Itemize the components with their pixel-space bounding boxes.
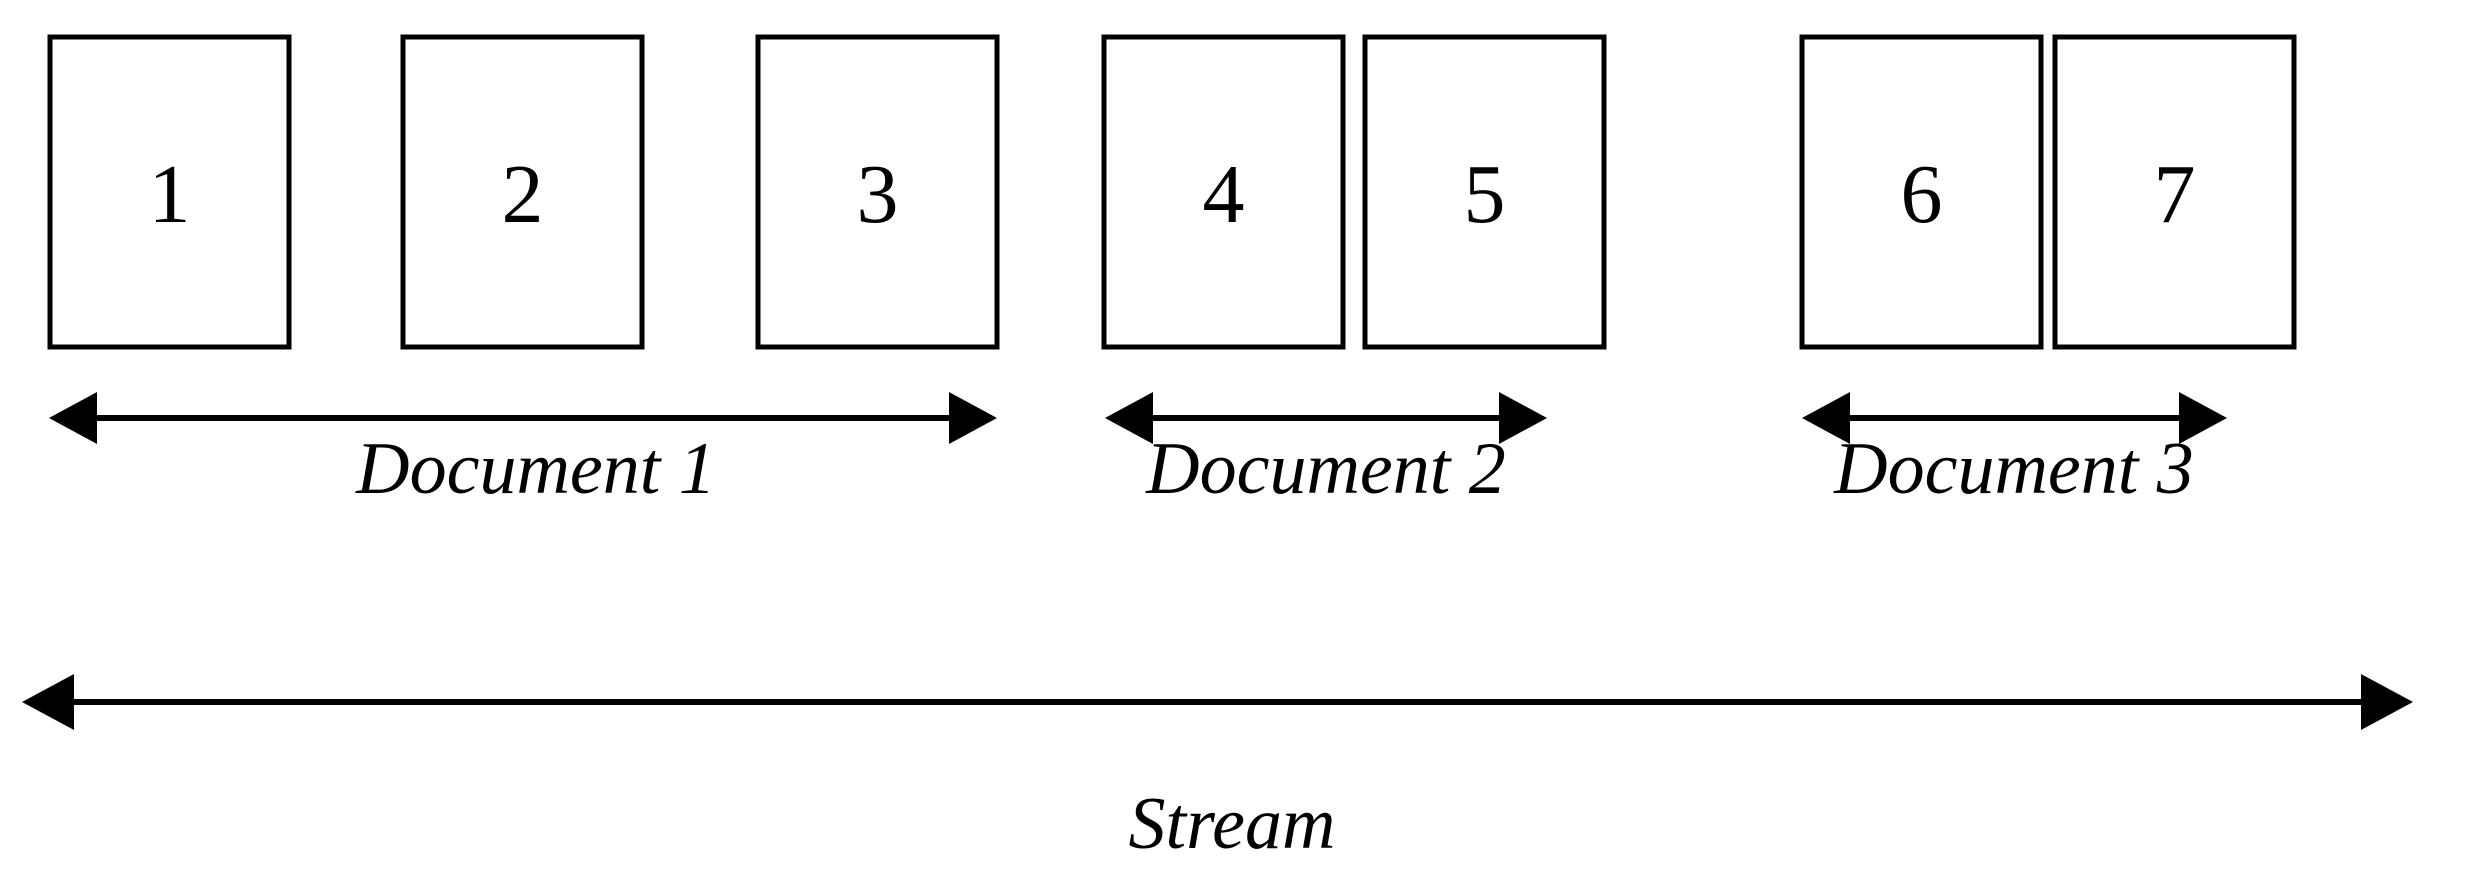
document-span-arrow-3 [1802, 392, 2227, 444]
document-span-label: Document 2 [1145, 428, 1506, 510]
document-spans-group: Document 1 Document 2 Document 3 [49, 392, 2227, 510]
page-rect [755, 34, 1000, 350]
page-box-7: 7 [2052, 34, 2297, 350]
page-rect [1799, 34, 2044, 350]
page-number-label: 3 [857, 148, 899, 241]
stream-arrow [22, 674, 2413, 730]
page-rect [47, 34, 292, 350]
document-span-arrow-3-left-arrowhead-icon [1802, 392, 1850, 444]
page-number-label: 4 [1203, 148, 1245, 241]
page-number-label: 2 [502, 148, 544, 241]
page-rect [2052, 34, 2297, 350]
document-span-label: Document 3 [1833, 428, 2194, 510]
page-box-3: 3 [755, 34, 1000, 350]
stream-arrow-left-arrowhead-icon [22, 674, 74, 730]
document-span-3: Document 3 [1802, 392, 2227, 510]
page-box-2: 2 [400, 34, 645, 350]
page-rect [1362, 34, 1607, 350]
page-box-5: 5 [1362, 34, 1607, 350]
page-number-label: 5 [1464, 148, 1506, 241]
page-rect [1101, 34, 1346, 350]
document-span-arrow-2-left-arrowhead-icon [1105, 392, 1153, 444]
page-boxes-group: 1 2 3 4 5 6 7 [47, 34, 2297, 350]
document-span-arrow-1-right-arrowhead-icon [949, 392, 997, 444]
document-span-arrow-1-left-arrowhead-icon [49, 392, 97, 444]
document-span-arrow-1 [49, 392, 997, 444]
document-span-label: Document 1 [355, 428, 716, 510]
page-box-4: 4 [1101, 34, 1346, 350]
document-span-2: Document 2 [1105, 392, 1547, 510]
page-number-label: 7 [2154, 148, 2196, 241]
document-span-arrow-2-right-arrowhead-icon [1499, 392, 1547, 444]
stream-label: Stream [1129, 783, 1336, 865]
document-span-1: Document 1 [49, 392, 997, 510]
page-box-6: 6 [1799, 34, 2044, 350]
page-number-label: 6 [1901, 148, 1943, 241]
page-number-label: 1 [149, 148, 191, 241]
document-span-arrow-3-right-arrowhead-icon [2179, 392, 2227, 444]
stream-span-group: Stream [22, 674, 2413, 865]
document-span-arrow-2 [1105, 392, 1547, 444]
page-box-1: 1 [47, 34, 292, 350]
page-rect [400, 34, 645, 350]
stream-arrow-right-arrowhead-icon [2361, 674, 2413, 730]
